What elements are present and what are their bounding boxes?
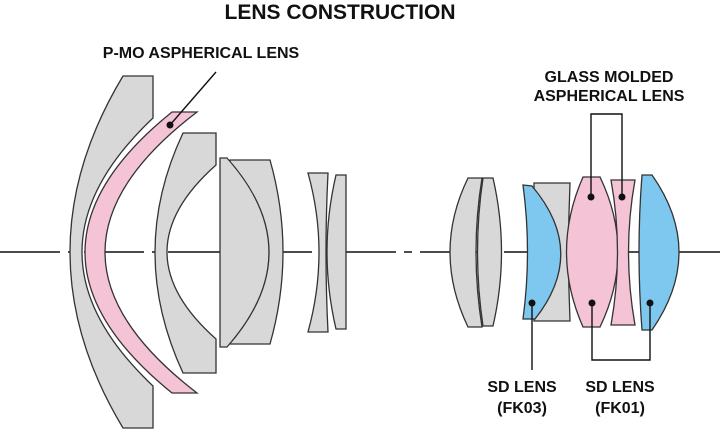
diagram-title: LENS CONSTRUCTION — [225, 1, 456, 24]
lens-element-3 — [154, 132, 217, 374]
lens-element-sd-fk01 — [638, 174, 680, 331]
lens-element-pmo-aspherical — [84, 111, 199, 394]
sd-fk03-label-line2: (FK03) — [497, 400, 547, 417]
glass-molded-label-line2: ASPHERICAL LENS — [534, 88, 685, 105]
lens-element-7a — [449, 177, 483, 328]
glass-molded-leader-line — [590, 113, 623, 197]
lens-element-5 — [307, 172, 329, 333]
sd-fk01-label-line2: (FK01) — [595, 400, 645, 417]
lens-element-1 — [69, 75, 154, 429]
lens-element-4a — [219, 157, 270, 348]
sd-fk03-marker-dot — [528, 299, 536, 307]
sd-fk01-marker-dot-2 — [646, 299, 654, 307]
lens-element-glass-molded-2 — [610, 179, 636, 326]
sd-fk03-label-line1: SD LENS — [487, 379, 557, 396]
glass-molded-marker-dot-1 — [587, 193, 595, 201]
lens-element-6 — [326, 174, 347, 330]
lens-element-7b — [476, 177, 503, 327]
lens-element-glass-molded-1 — [565, 176, 619, 328]
lens-element-sd-fk03 — [522, 184, 562, 320]
glass-molded-marker-dot-2 — [618, 193, 626, 201]
pmo-marker-dot — [166, 121, 174, 129]
pmo-leader-line — [169, 71, 217, 126]
sd-fk01-marker-dot-1 — [588, 299, 596, 307]
pmo-label: P-MO ASPHERICAL LENS — [103, 45, 300, 62]
sd-fk01-label-line1: SD LENS — [585, 379, 655, 396]
glass-molded-label-line1: GLASS MOLDED — [545, 69, 674, 86]
sd-fk01-leader-line — [591, 303, 651, 361]
